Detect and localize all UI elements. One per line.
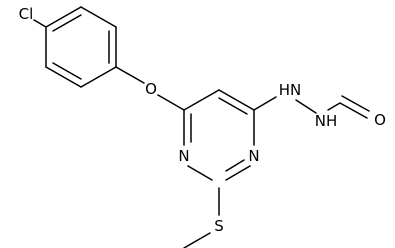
bond — [225, 165, 251, 181]
s-ch3-bond — [183, 232, 211, 248]
o-c-bond — [157, 94, 185, 111]
bond — [45, 66, 82, 88]
double-bond-inner — [225, 159, 245, 172]
bond — [45, 6, 82, 28]
carbonyl-oxygen-label: O — [374, 111, 386, 129]
sulfur-atom-label: S — [214, 217, 224, 235]
c-o-double-bond-second — [341, 95, 370, 112]
bond — [80, 66, 117, 88]
ether-oxygen-label: O — [145, 80, 157, 98]
c-cl-bond — [33, 19, 47, 28]
c-nh-bond — [253, 96, 277, 111]
chlorophenyl-ring — [45, 6, 117, 88]
chlorine-atom-label: Cl — [19, 5, 34, 23]
hydrazine-nh-upper-label: HN — [279, 81, 302, 99]
double-bond-inner — [52, 62, 82, 80]
n-n-bond — [295, 99, 317, 114]
c-o-bond — [115, 66, 145, 84]
double-bond-inner — [52, 14, 82, 32]
c-o-double-bond — [339, 102, 368, 119]
bond — [80, 6, 117, 28]
ring-nitrogen-left-label: N — [178, 147, 189, 165]
bond — [218, 89, 255, 111]
hydrazine-nh-lower-label: NH — [315, 112, 338, 130]
bond — [183, 89, 220, 111]
n-c-bond — [327, 102, 341, 111]
bond — [187, 165, 213, 181]
double-bond-inner — [218, 97, 248, 115]
pyrimidine-ring — [183, 89, 255, 181]
ring-nitrogen-right-label: N — [248, 147, 259, 165]
